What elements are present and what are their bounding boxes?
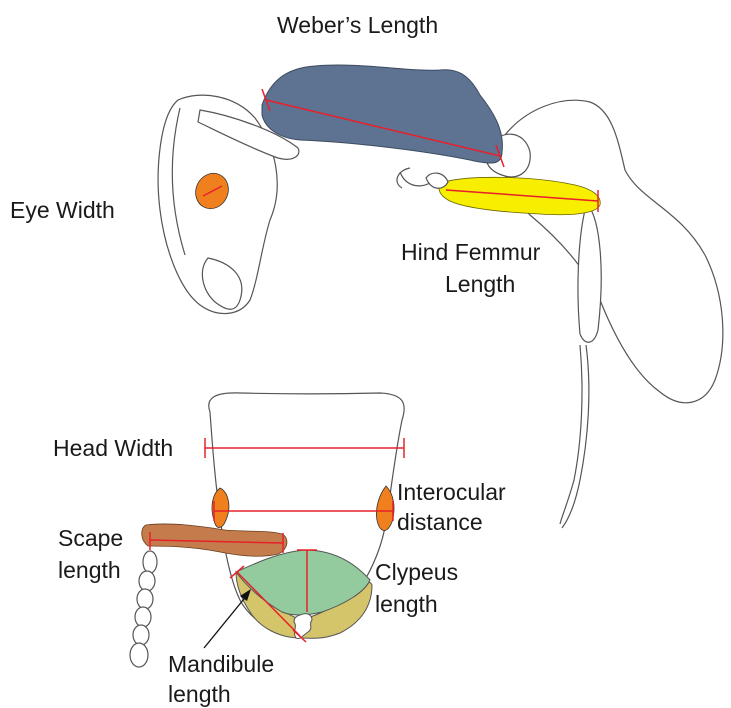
antenna-funiculus [130, 551, 157, 667]
scape-label-line1: Scape [58, 525, 123, 551]
femur-trochanter [426, 173, 448, 188]
mandible-pointer-line [204, 594, 248, 648]
webers-length-label: Weber’s Length [277, 12, 438, 38]
interocular-label-line1: Interocular [397, 479, 506, 505]
funiculus-segment [135, 607, 151, 627]
hind-femur-label-line1: Hind Femmur [401, 239, 541, 265]
funiculus-segment [143, 551, 157, 573]
hind-femur-label-line2: Length [445, 271, 515, 297]
interocular-label-line2: distance [397, 509, 483, 535]
eye-width-label: Eye Width [10, 197, 115, 223]
head-width-label: Head Width [53, 435, 173, 461]
mandible-label-line2: length [168, 681, 231, 707]
scape-label-line2: length [58, 557, 121, 583]
funiculus-segment [133, 625, 149, 645]
funiculus-segment [139, 571, 155, 591]
funiculus-segment [130, 643, 148, 667]
head-frontal [130, 393, 404, 667]
clypeus-label-line1: Clypeus [375, 559, 458, 585]
clypeus-label-line2: length [375, 591, 438, 617]
hind-leg-tarsus [560, 345, 589, 528]
mandible-label-line1: Mandibule [168, 651, 274, 677]
funiculus-segment [137, 589, 153, 609]
